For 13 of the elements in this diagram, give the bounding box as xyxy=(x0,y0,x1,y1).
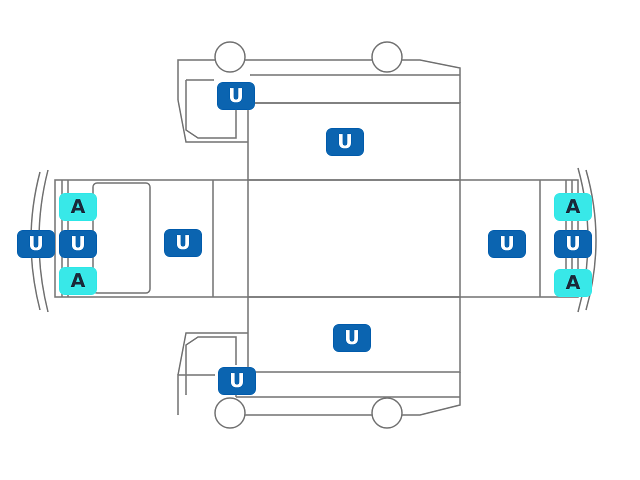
marker-badge: U xyxy=(218,367,256,395)
marker-badge: U xyxy=(554,230,592,258)
marker-badge: U xyxy=(217,82,255,110)
marker-badge: U xyxy=(164,229,202,257)
marker-badge: A xyxy=(554,193,592,221)
marker-badge: A xyxy=(59,193,97,221)
marker-badge: A xyxy=(59,267,97,295)
marker-badge: U xyxy=(17,230,55,258)
marker-badge: A xyxy=(554,269,592,297)
marker-badge: U xyxy=(488,230,526,258)
marker-badge: U xyxy=(59,230,97,258)
marker-badge: U xyxy=(326,128,364,156)
marker-badge: U xyxy=(333,324,371,352)
